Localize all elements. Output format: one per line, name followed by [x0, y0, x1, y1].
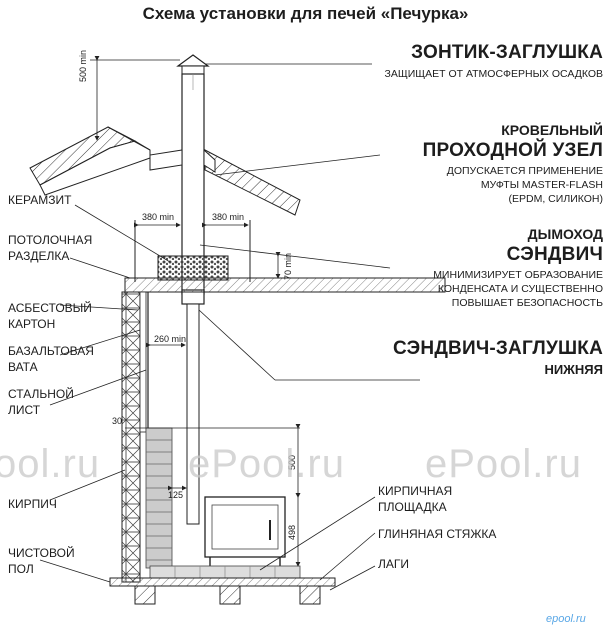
diagram-title: Схема установки для печей «Печурка» — [142, 4, 469, 23]
label-asbestos-2: КАРТОН — [8, 317, 56, 331]
label-asbestos-1: АСБЕСТОВЫЙ — [8, 301, 92, 315]
umbrella-heading: ЗОНТИК-ЗАГЛУШКА — [411, 42, 603, 63]
dim-30: 30 — [112, 416, 123, 426]
chimney-desc-1: МИНИМИЗИРУЕТ ОБРАЗОВАНИЕ — [433, 269, 603, 281]
floor — [109, 565, 336, 605]
label-brick-pad-1: КИРПИЧНАЯ — [378, 484, 453, 498]
dim-125: 125 — [168, 490, 184, 500]
label-joists: ЛАГИ — [378, 557, 410, 571]
chimney-pipe — [149, 73, 216, 525]
chimney-heading-top: ДЫМОХОД — [527, 226, 603, 242]
roof — [29, 126, 301, 216]
watermark-right: ePool.ru — [425, 442, 582, 486]
bottom-cap-sub: НИЖНЯЯ — [544, 362, 603, 377]
umbrella-cap — [176, 54, 210, 75]
dim-ceiling: 70 min — [283, 252, 293, 280]
label-ceiling-1: ПОТОЛОЧНАЯ — [8, 233, 93, 247]
label-steel-1: СТАЛЬНОЙ — [8, 387, 74, 401]
roof-node-desc-1: ДОПУСКАЕТСЯ ПРИМЕНЕНИЕ — [446, 165, 603, 177]
brick-wall — [121, 291, 149, 583]
label-floor-1: ЧИСТОВОЙ — [8, 546, 75, 560]
leader-lines — [39, 63, 420, 591]
dim-left-gap: 380 min — [142, 212, 175, 222]
label-steel-2: ЛИСТ — [8, 403, 41, 417]
watermark-small: epool.ru — [546, 613, 586, 625]
watermark-left: ool.ru — [0, 442, 101, 486]
label-clay: ГЛИНЯНАЯ СТЯЖКА — [378, 527, 497, 541]
dim-top: 500 min — [78, 49, 88, 82]
label-ceiling-2: РАЗДЕЛКА — [8, 249, 70, 263]
label-keramzit: КЕРАМЗИТ — [8, 193, 72, 207]
chimney-desc-2: КОНДЕНСАТА И СУЩЕСТВЕННО — [437, 283, 603, 295]
watermark-center: ePool.ru — [188, 442, 345, 486]
label-basalt-1: БАЗАЛЬТОВАЯ — [8, 344, 94, 358]
chimney-desc-3: ПОВЫШАЕТ БЕЗОПАСНОСТЬ — [451, 297, 603, 309]
dim-right-gap: 380 min — [212, 212, 245, 222]
dim-wall-gap: 260 min — [154, 334, 187, 344]
label-brick: КИРПИЧ — [8, 497, 57, 511]
umbrella-desc: ЗАЩИЩАЕТ ОТ АТМОСФЕРНЫХ ОСАДКОВ — [384, 68, 603, 80]
stove — [204, 496, 286, 566]
ceiling-slab — [124, 220, 446, 293]
dim-498: 498 — [287, 524, 297, 540]
roof-node-desc-3: (EPDM, СИЛИКОН) — [508, 193, 603, 205]
label-basalt-2: ВАТА — [8, 360, 38, 374]
roof-node-heading-top: КРОВЕЛЬНЫЙ — [501, 122, 603, 138]
roof-node-heading: ПРОХОДНОЙ УЗЕЛ — [422, 140, 603, 161]
label-floor-2: ПОЛ — [8, 562, 34, 576]
chimney-heading: СЭНДВИЧ — [506, 244, 603, 265]
label-brick-pad-2: ПЛОЩАДКА — [378, 500, 447, 514]
dimension-lines — [90, 56, 301, 567]
bottom-cap-heading: СЭНДВИЧ-ЗАГЛУШКА — [393, 338, 603, 359]
roof-node-desc-2: МУФТЫ MASTER-FLASH — [480, 179, 603, 191]
